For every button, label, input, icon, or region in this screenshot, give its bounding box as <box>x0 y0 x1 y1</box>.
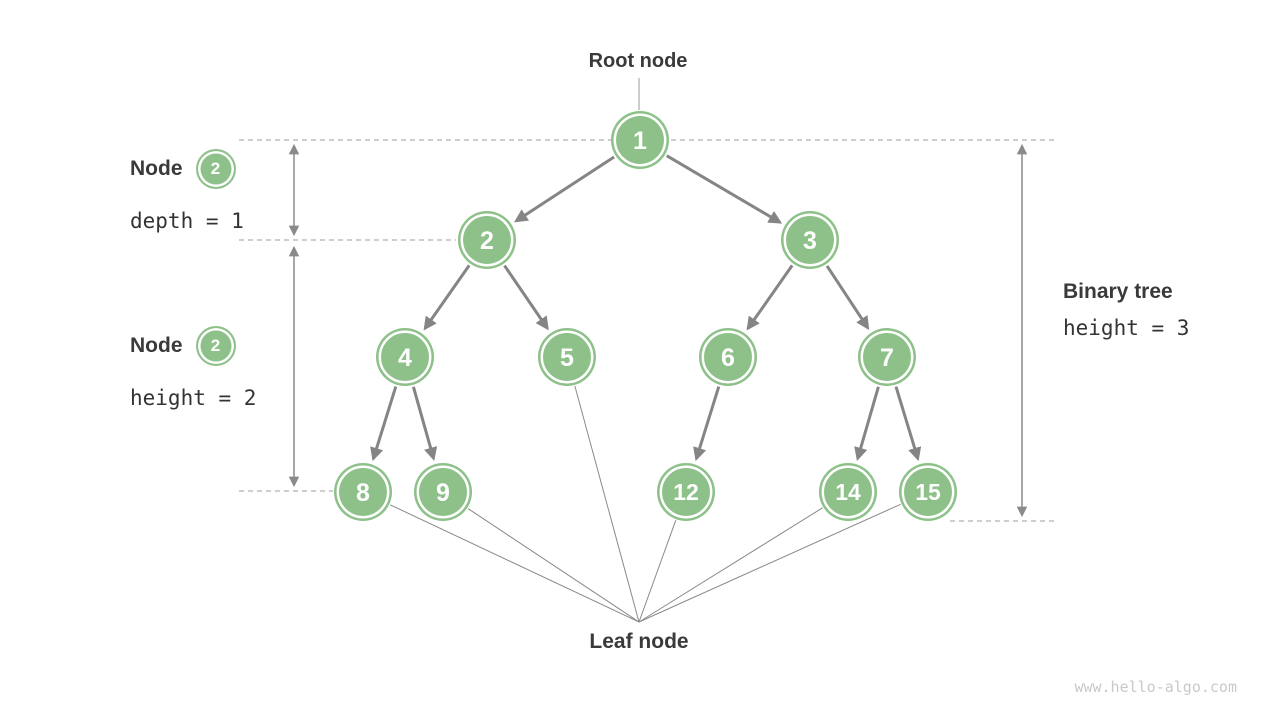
node-height-title-row: Node 2 <box>130 326 256 366</box>
tree-height-title: Binary tree <box>1063 280 1173 303</box>
tree-node-8: 8 <box>334 463 392 521</box>
node-depth-badge: 2 <box>195 149 236 189</box>
tree-node-value: 1 <box>633 127 647 155</box>
tree-node-value: 7 <box>880 344 894 372</box>
tree-node-circle <box>699 328 757 386</box>
tree-node-6: 6 <box>699 328 757 386</box>
tree-node-circle <box>458 211 516 269</box>
tree-node-value: 2 <box>480 227 494 255</box>
tree-node-value: 4 <box>398 344 412 372</box>
tree-edge-2-5 <box>503 264 549 331</box>
tree-node-1: 1 <box>611 111 669 169</box>
node-depth-detail: depth = 1 <box>130 209 244 233</box>
node-height-badge: 2 <box>195 326 236 366</box>
tree-node-12: 12 <box>657 463 715 521</box>
tree-node-circle <box>657 463 715 521</box>
node-depth-title-row: Node 2 <box>130 149 244 189</box>
tree-node-value: 14 <box>835 479 861 505</box>
tree-node-inner-ring <box>701 330 755 384</box>
tree-edge-3-6 <box>746 264 794 331</box>
tree-node-inner-ring <box>336 465 390 519</box>
watermark: www.hello-algo.com <box>1074 678 1237 696</box>
tree-node-inner-ring <box>540 330 594 384</box>
tree-edge-7-15 <box>894 386 922 462</box>
tree-node-inner-ring <box>613 113 667 167</box>
tree-node-value: 15 <box>915 479 941 505</box>
tree-node-value: 6 <box>721 344 735 372</box>
tree-edge-6-12 <box>693 386 721 462</box>
tree-edge-1-3 <box>665 154 783 224</box>
tree-node-4: 4 <box>376 328 434 386</box>
tree-node-inner-ring <box>659 465 713 519</box>
leaf-pointer-lines <box>389 385 901 623</box>
root-node-label: Root node <box>588 50 688 72</box>
tree-node-circle <box>538 328 596 386</box>
leaf-pointer-line-15 <box>638 503 901 623</box>
annotation-node-height: Node 2 height = 2 <box>130 326 256 410</box>
tree-node-inner-ring <box>821 465 875 519</box>
leaf-pointer-line-12 <box>638 520 677 623</box>
tree-node-circle <box>376 328 434 386</box>
tree-node-value: 5 <box>560 344 574 372</box>
tree-node-7: 7 <box>858 328 916 386</box>
tree-edges <box>370 154 922 462</box>
tree-node-circle <box>899 463 957 521</box>
tree-node-circle <box>819 463 877 521</box>
leaf-node-label: Leaf node <box>589 630 689 653</box>
tree-node-circle <box>858 328 916 386</box>
tree-height-detail: height = 3 <box>1063 316 1190 340</box>
tree-edge-4-9 <box>411 386 438 461</box>
tree-node-9: 9 <box>414 463 472 521</box>
tree-node-value: 3 <box>803 227 817 255</box>
leaf-pointer-line-8 <box>389 504 640 623</box>
tree-node-circle <box>414 463 472 521</box>
annotation-node-depth: Node 2 depth = 1 <box>130 149 244 233</box>
tree-node-inner-ring <box>783 213 837 267</box>
tree-edge-7-14 <box>854 386 880 461</box>
tree-node-inner-ring <box>378 330 432 384</box>
node-height-detail: height = 2 <box>130 386 257 410</box>
tree-edge-4-8 <box>370 386 398 462</box>
tree-node-3: 3 <box>781 211 839 269</box>
tree-node-inner-ring <box>460 213 514 267</box>
node-depth-title: Node <box>130 157 183 180</box>
tree-node-inner-ring <box>901 465 955 519</box>
tree-node-2: 2 <box>458 211 516 269</box>
tree-edge-3-7 <box>825 265 870 331</box>
annotation-tree-height: Binary tree height = 3 <box>1063 280 1189 340</box>
tree-node-5: 5 <box>538 328 596 386</box>
tree-edge-1-2 <box>514 155 615 223</box>
node-height-title: Node <box>130 334 183 357</box>
tree-node-circle <box>611 111 669 169</box>
tree-node-value: 12 <box>673 479 699 505</box>
tree-node-14: 14 <box>819 463 877 521</box>
tree-node-15: 15 <box>899 463 957 521</box>
leaf-pointer-line-5 <box>574 385 640 623</box>
leaf-pointer-line-9 <box>467 508 640 623</box>
leaf-pointer-line-14 <box>638 507 823 623</box>
tree-edge-2-4 <box>423 264 471 331</box>
tree-node-value: 9 <box>436 479 450 507</box>
tree-node-inner-ring <box>416 465 470 519</box>
tree-node-value: 8 <box>356 479 370 507</box>
tree-node-circle <box>781 211 839 269</box>
tree-node-inner-ring <box>860 330 914 384</box>
tree-node-circle <box>334 463 392 521</box>
